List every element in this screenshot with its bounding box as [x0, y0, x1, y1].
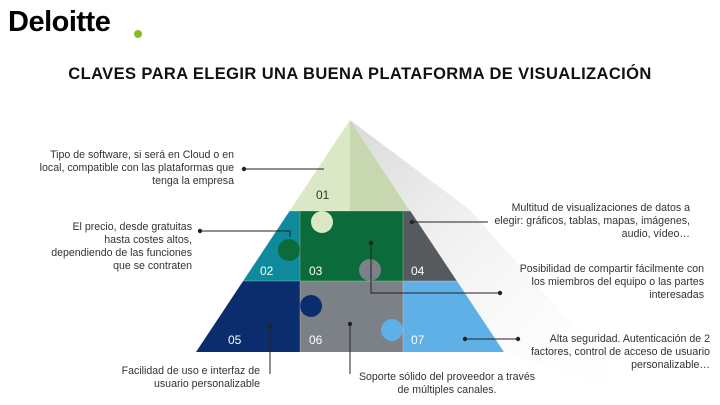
- piece-number-02: 02: [260, 264, 274, 278]
- logo-text: Deloitte: [8, 6, 111, 38]
- piece-01-facet: [350, 120, 410, 211]
- piece-seams: [196, 210, 504, 352]
- piece-number-01: 01: [316, 188, 330, 202]
- piece-number-04: 04: [411, 264, 425, 278]
- knob-05-06: [300, 295, 322, 317]
- piece-number-03: 03: [309, 264, 323, 278]
- knob-06-03: [359, 259, 381, 281]
- pyramid-shadow: [350, 120, 640, 400]
- callout-03: Multitud de visualizaciones de datos a e…: [494, 202, 691, 240]
- piece-number-06: 06: [309, 333, 323, 347]
- leader-dots: [197, 166, 521, 342]
- page-title: CLAVES PARA ELEGIR UNA BUENA PLATAFORMA …: [68, 65, 652, 83]
- leader-lines: [200, 168, 518, 374]
- callout-02: El precio, desde gratuitas hasta costes …: [51, 221, 192, 272]
- leader-04: [370, 243, 500, 294]
- piece-05: [196, 281, 300, 352]
- callout-06: Soporte sólido del proveedor a través de…: [358, 371, 536, 396]
- callout-05: Facilidad de uso e interfaz de usuario p…: [121, 365, 260, 390]
- knob-07-06: [381, 319, 403, 341]
- piece-number-07: 07: [411, 333, 425, 347]
- callout-07: Alta seguridad. Autenticación de 2 facto…: [530, 333, 710, 371]
- callout-01: Tipo de software, si será en Cloud o en …: [39, 149, 234, 187]
- piece-number-05: 05: [228, 333, 242, 347]
- knob-03-02: [278, 239, 300, 261]
- leader-02: [200, 230, 291, 237]
- logo-green-dot: [134, 30, 142, 38]
- knob-01-03: [311, 211, 333, 233]
- knob-04-03: [403, 233, 425, 255]
- callout-04: Posibilidad de compartir fácilmente con …: [519, 263, 704, 301]
